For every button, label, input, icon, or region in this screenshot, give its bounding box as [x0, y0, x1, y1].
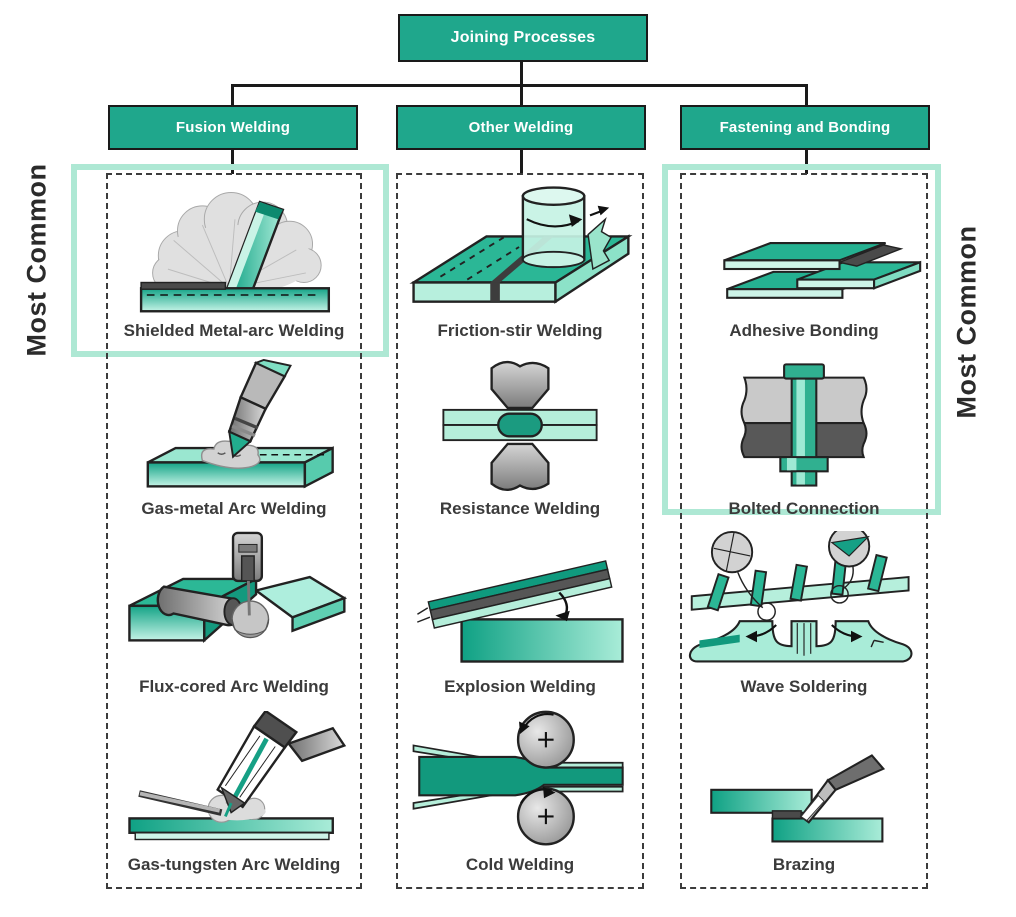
- connector-drop-left: [231, 84, 234, 106]
- most-common-label-right: Most Common: [951, 225, 982, 419]
- gas-tungsten-arc-welding-icon: [128, 711, 347, 841]
- cell-label: Gas-tungsten Arc Welding: [127, 855, 341, 874]
- connector-root-stub: [520, 62, 523, 85]
- flux-cored-arc-welding-icon: [128, 531, 348, 644]
- connector-stub-fusion: [231, 150, 234, 174]
- header-fusion-welding: Fusion Welding: [108, 105, 358, 150]
- shielded-metal-arc-welding-icon: [139, 192, 331, 313]
- cell-shielded-metal-arc-welding: Shielded Metal-arc Welding: [108, 175, 360, 353]
- cell-label: Adhesive Bonding: [729, 321, 879, 340]
- cell-flux-cored-arc-welding: Flux-cored Arc Welding: [108, 531, 360, 709]
- cell-label: Wave Soldering: [740, 677, 868, 696]
- cell-label: Brazing: [772, 855, 836, 874]
- cell-label: Shielded Metal-arc Welding: [123, 321, 345, 340]
- most-common-label-left: Most Common: [21, 163, 52, 357]
- connector-stub-fastening: [805, 150, 808, 174]
- cell-label: Bolted Connection: [728, 499, 880, 518]
- cell-label: Resistance Welding: [439, 499, 601, 518]
- bolted-connection-icon: [740, 363, 868, 487]
- column-fusion-welding: Shielded Metal-arc Welding Gas-metal Arc…: [106, 173, 362, 889]
- connector-horizontal: [231, 84, 808, 87]
- cell-label: Flux-cored Arc Welding: [139, 677, 329, 696]
- cell-adhesive-bonding: Adhesive Bonding: [682, 175, 926, 353]
- explosion-welding-icon: [417, 560, 624, 663]
- root-node-label: Joining Processes: [450, 29, 596, 46]
- root-node: Joining Processes: [398, 14, 648, 62]
- connector-drop-center: [520, 84, 523, 106]
- header-other-welding: Other Welding: [396, 105, 646, 150]
- cell-gas-tungsten-arc-welding: Gas-tungsten Arc Welding: [108, 709, 360, 887]
- friction-stir-welding-icon: [409, 186, 633, 304]
- cell-brazing: Brazing: [682, 709, 926, 887]
- connector-drop-right: [805, 84, 808, 106]
- resistance-welding-icon: [442, 360, 598, 491]
- adhesive-bonding-icon: [723, 242, 922, 299]
- cell-cold-welding: Cold Welding: [398, 709, 642, 887]
- header-other-welding-label: Other Welding: [468, 119, 574, 136]
- highlight-box-left: [71, 164, 389, 357]
- cell-label: Friction-stir Welding: [437, 321, 603, 340]
- cell-explosion-welding: Explosion Welding: [398, 531, 642, 709]
- cell-friction-stir-welding: Friction-stir Welding: [398, 175, 642, 353]
- column-fastening-bonding: Adhesive Bonding Bolted Connection: [680, 173, 928, 889]
- cold-welding-icon: [412, 710, 624, 846]
- wave-soldering-icon: [689, 531, 913, 663]
- column-other-welding: Friction-stir Welding Resistance Welding: [396, 173, 644, 889]
- header-fusion-welding-label: Fusion Welding: [175, 119, 291, 136]
- cell-label: Gas-metal Arc Welding: [141, 499, 327, 518]
- gas-metal-arc-welding-icon: [146, 359, 334, 489]
- header-fastening-bonding: Fastening and Bonding: [680, 105, 930, 150]
- cell-label: Cold Welding: [465, 855, 575, 874]
- cell-wave-soldering: Wave Soldering: [682, 531, 926, 709]
- cell-bolted-connection: Bolted Connection: [682, 353, 926, 531]
- highlight-box-right: [662, 164, 941, 515]
- header-fastening-bonding-label: Fastening and Bonding: [719, 119, 891, 136]
- brazing-icon: [710, 754, 886, 843]
- cell-label: Explosion Welding: [444, 677, 596, 696]
- connector-stub-other: [520, 150, 523, 174]
- cell-resistance-welding: Resistance Welding: [398, 353, 642, 531]
- cell-gas-metal-arc-welding: Gas-metal Arc Welding: [108, 353, 360, 531]
